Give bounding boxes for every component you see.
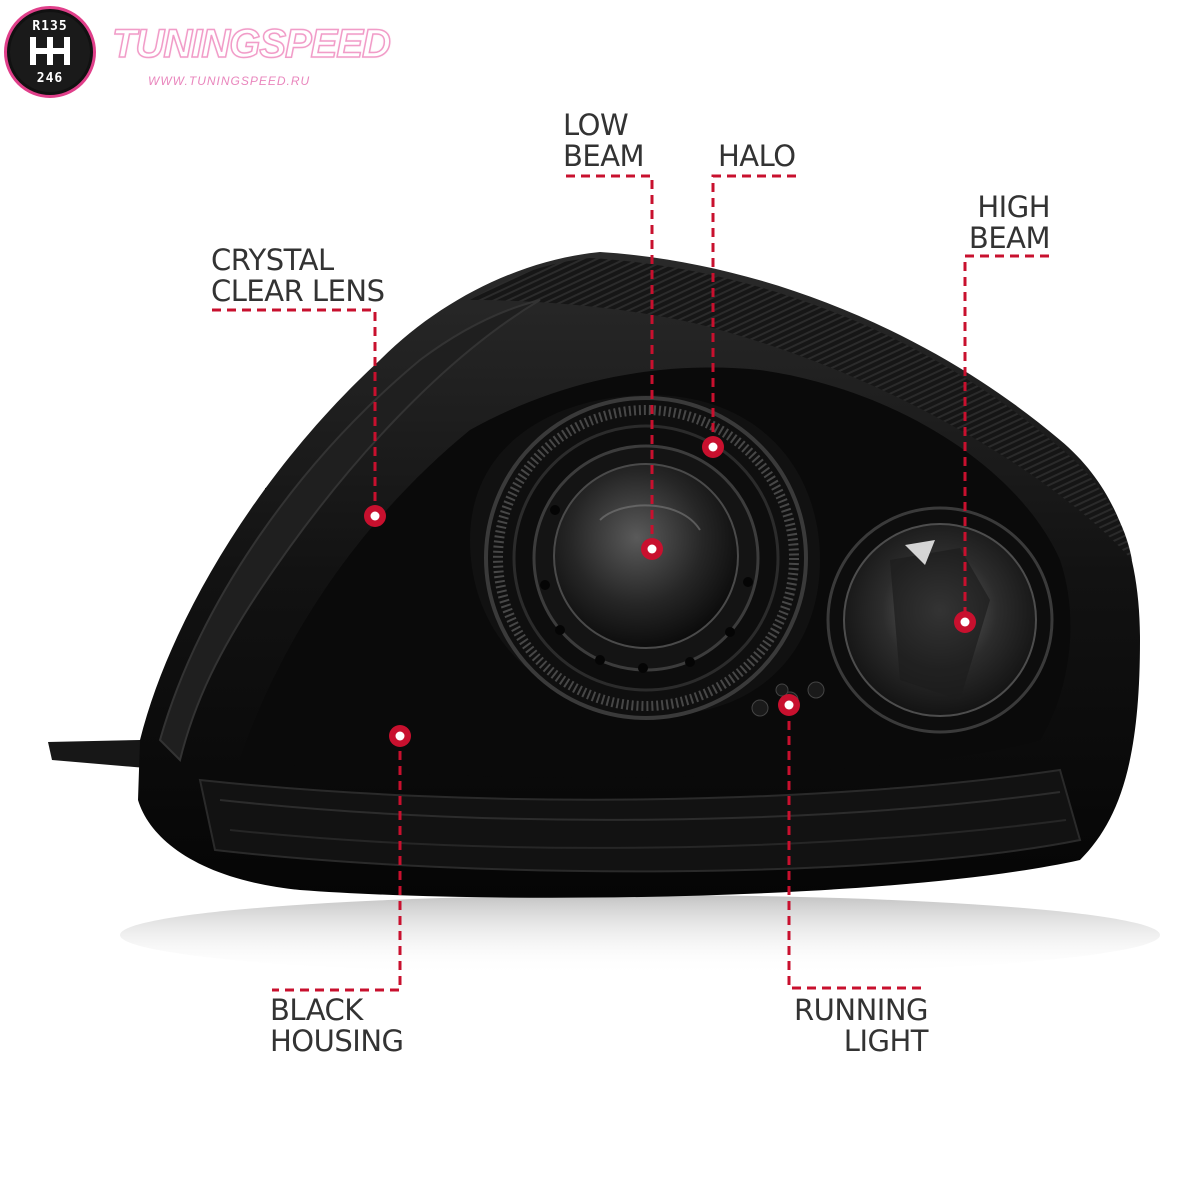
gear-shift-knob-icon: R135 246	[4, 6, 96, 98]
dot-high-beam	[954, 611, 976, 633]
leader-halo	[711, 174, 796, 447]
leader-lines	[212, 174, 1049, 992]
dot-crystal-clear-lens	[364, 505, 386, 527]
dot-black-housing	[389, 725, 411, 747]
mount-tab-lower	[48, 740, 146, 768]
dot-running-light	[778, 694, 800, 716]
leader-crystal-clear-lens	[212, 308, 377, 516]
leader-running-light	[787, 706, 927, 990]
callout-dots	[364, 436, 976, 747]
lens-edge	[158, 299, 541, 762]
shift-pattern-icon	[30, 37, 70, 65]
brand-url: WWW.TUNINGSPEED.RU	[148, 74, 311, 88]
floor-shadow	[120, 895, 1160, 975]
brand-name: TUNINGSPEED	[111, 21, 391, 67]
brand-logo: R135 246 TUNINGSPEED WWW.TUNINGSPEED.RU	[0, 0, 392, 110]
projector-bolts	[540, 505, 753, 673]
label-black-housing: BLACK HOUSING	[270, 993, 404, 1058]
label-halo: HALO	[718, 139, 796, 173]
leader-low-beam	[566, 174, 654, 548]
clear-lens-band	[470, 258, 1132, 560]
leader-high-beam	[963, 254, 1049, 621]
label-running-light: RUNNING LIGHT	[794, 993, 928, 1058]
gear-pattern-top: R135	[32, 19, 68, 34]
dot-low-beam	[641, 538, 663, 560]
label-low-beam: LOW BEAM	[563, 108, 645, 173]
label-crystal-clear-lens: CRYSTAL CLEAR LENS	[211, 243, 385, 308]
gear-pattern-bottom: 246	[36, 71, 64, 86]
label-high-beam: HIGH BEAM	[968, 190, 1051, 255]
dot-halo	[702, 436, 724, 458]
